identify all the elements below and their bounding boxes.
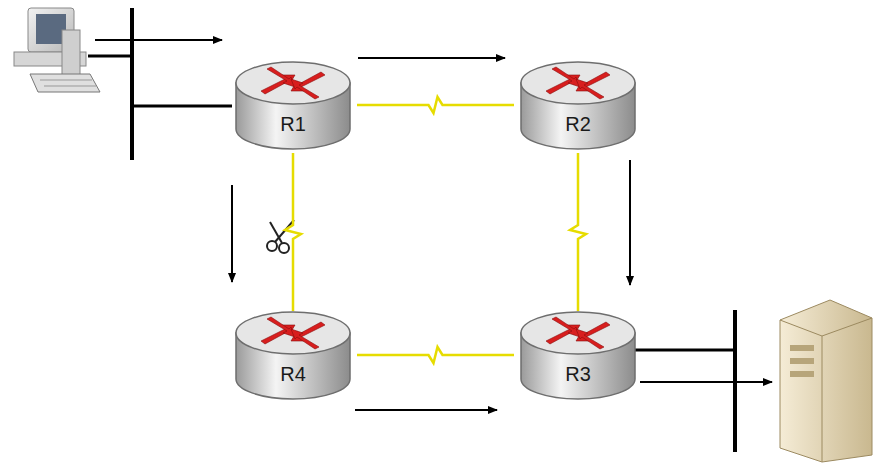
- router-node: R2: [510, 55, 646, 155]
- router-shape: [225, 305, 361, 405]
- serial-link: [357, 347, 514, 363]
- pc-icon: [14, 8, 100, 92]
- router-shape: [510, 55, 646, 155]
- router-label: R3: [510, 363, 646, 386]
- router-node: R1: [225, 55, 361, 155]
- router-label: R2: [510, 113, 646, 136]
- scissors-symbol: [267, 220, 294, 253]
- serial-link: [285, 153, 301, 311]
- serial-link: [357, 97, 514, 113]
- router-node: R3: [510, 305, 646, 405]
- serial-link: [570, 153, 586, 311]
- router-shape: [510, 305, 646, 405]
- router-shape: [225, 55, 361, 155]
- server-icon: [780, 300, 872, 462]
- flow-arrows: [95, 40, 772, 410]
- router-node: R4: [225, 305, 361, 405]
- router-label: R1: [225, 113, 361, 136]
- router-label: R4: [225, 363, 361, 386]
